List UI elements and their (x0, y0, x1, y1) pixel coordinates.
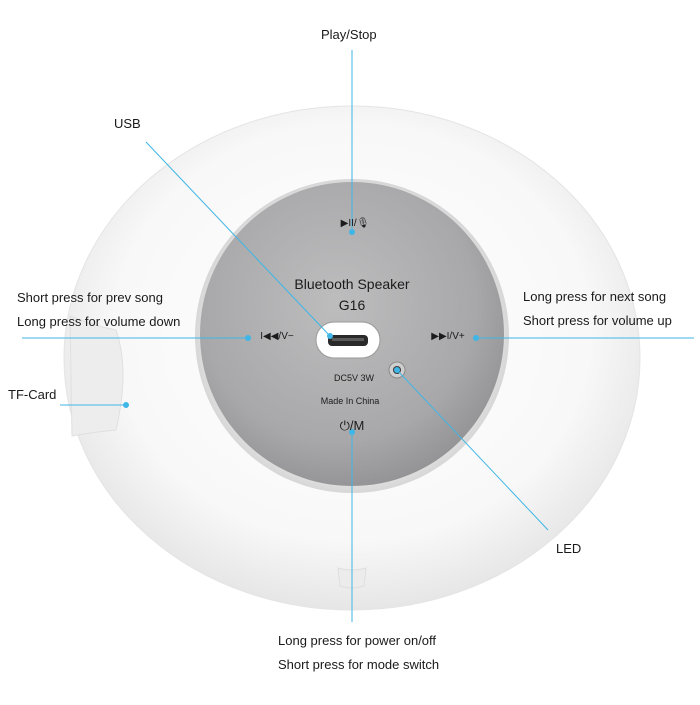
play-stop-leader-dot (349, 229, 355, 235)
leader-lines (22, 50, 694, 622)
volume-down-label: Long press for volume down (17, 314, 181, 329)
origin-text: Made In China (320, 396, 380, 406)
micro-usb-port (315, 321, 381, 359)
previous-track-icon: I◀◀/V− (260, 331, 294, 342)
led-leader-dot (394, 367, 400, 373)
mode-switch-label: Short press for mode switch (278, 657, 440, 672)
power-icon: ⏻/M (339, 418, 365, 433)
usb-leader (145, 141, 331, 337)
prev-song-label: Short press for prev song (17, 290, 163, 305)
next-track-icon: ▶▶I/V+ (431, 331, 465, 342)
tf-card-leader-dot (123, 402, 129, 408)
power-leader-dot (349, 429, 355, 435)
device-model-name: Bluetooth Speaker (294, 276, 410, 292)
tf-card-slot (69, 315, 124, 437)
power-rating-text: DC5V 3W (333, 373, 375, 383)
led-label: LED (556, 541, 582, 556)
play-pause-mic-icon: ▶II/🎙 (340, 218, 370, 229)
volume-up-label: Short press for volume up (523, 313, 672, 328)
next-song-label: Long press for next song (523, 289, 667, 304)
led-leader (396, 369, 549, 531)
power-on-off-label: Long press for power on/off (278, 633, 437, 648)
usb-leader-dot (327, 333, 333, 339)
tf-card-label: TF-Card (8, 387, 57, 402)
play-stop-label: Play/Stop (321, 27, 377, 42)
device-model-code: G16 (338, 297, 366, 313)
next-leader-dot (473, 335, 479, 341)
usb-label: USB (114, 116, 141, 131)
prev-leader-dot (245, 335, 251, 341)
